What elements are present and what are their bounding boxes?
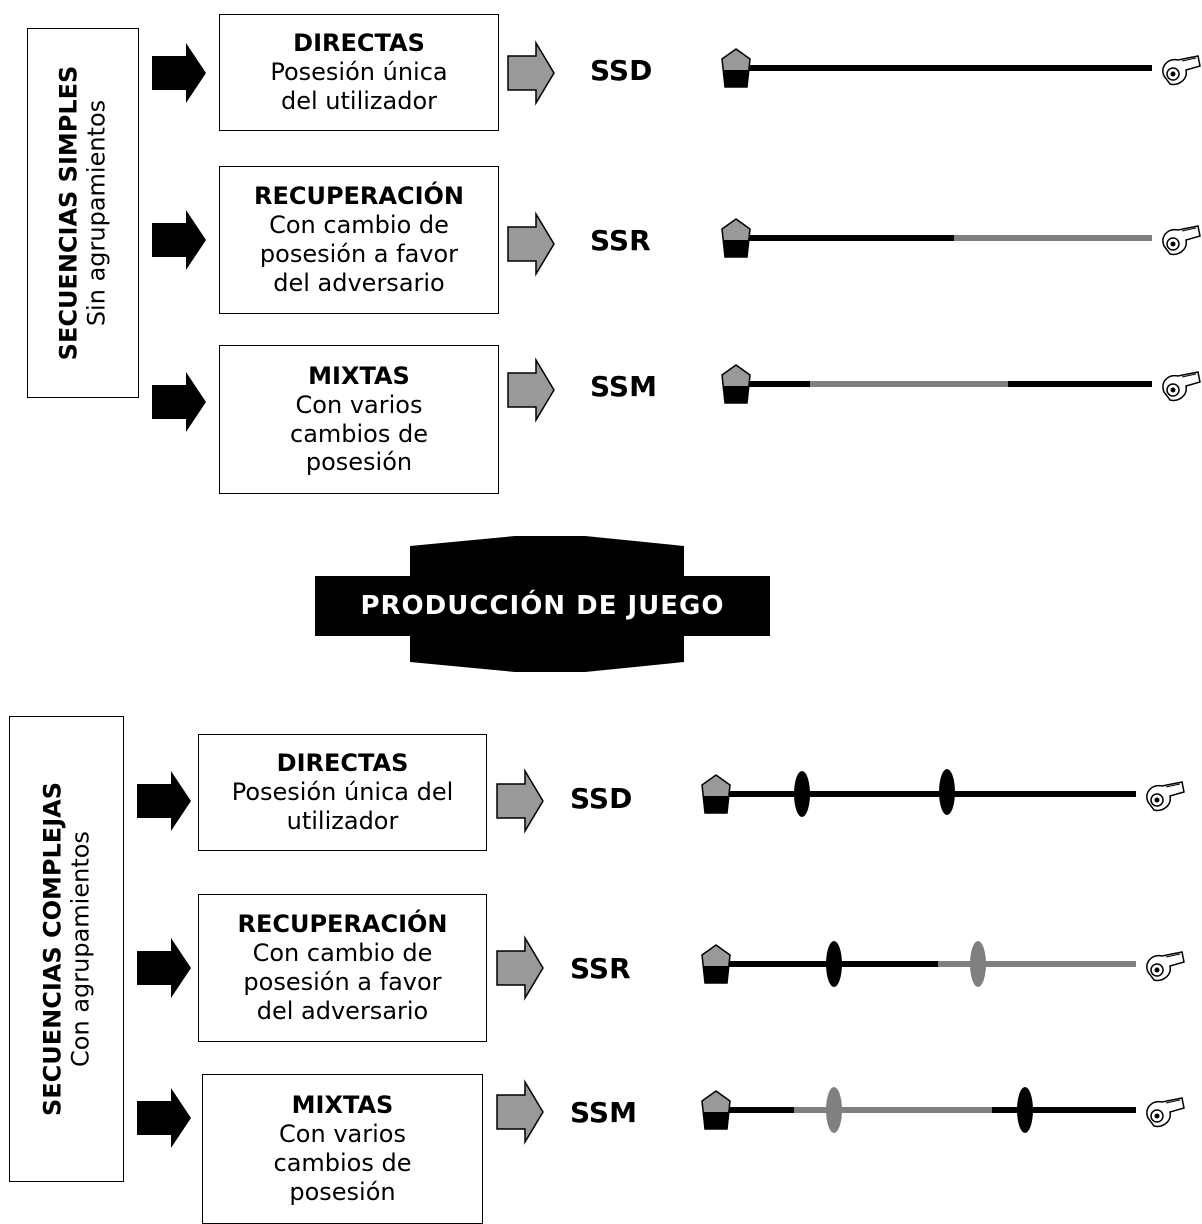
start-pentagon-icon [701, 774, 731, 814]
complex-ssd-line [701, 769, 1185, 817]
black-arrow-icon [137, 1088, 191, 1148]
complex-ssm-code: SSM [570, 1096, 637, 1129]
simple-ssm-code: SSM [590, 370, 657, 403]
gray-arrow-icon [507, 359, 555, 421]
whistle-icon [1146, 951, 1185, 982]
black-arrow-icon [152, 43, 206, 103]
complex-ssm-line [701, 1087, 1185, 1133]
simple-ssm-line [721, 364, 1201, 404]
simple-mixtas-line-2: cambios de [290, 419, 428, 448]
whistle-icon [1162, 55, 1201, 86]
complex-mixtas-title: MIXTAS [291, 1091, 394, 1120]
complex-recuperacion-title: RECUPERACIÓN [237, 910, 448, 939]
gray-arrow-icon [496, 770, 544, 832]
complex-recuperacion-box: RECUPERACIÓN Con cambio de posesión a fa… [198, 894, 487, 1042]
complex-ssr-line [701, 941, 1185, 987]
black-arrow-icon [137, 771, 191, 831]
whistle-icon [1146, 781, 1185, 812]
simple-recuperacion-box: RECUPERACIÓN Con cambio de posesión a fa… [219, 166, 499, 314]
complex-directas-title: DIRECTAS [276, 749, 409, 778]
simple-ssd-line [721, 48, 1201, 88]
complex-mixtas-line-1: Con varios [279, 1120, 406, 1149]
gray-arrow-icon [496, 1081, 544, 1143]
complex-recuperacion-line-3: del adversario [256, 996, 429, 1025]
simple-mixtas-line-3: posesión [305, 448, 413, 477]
simple-ssr-code: SSR [590, 224, 651, 257]
down-arrow-head-icon [410, 662, 684, 672]
black-arrow-icon [152, 372, 206, 432]
simple-recuperacion-line-2: posesión a favor [259, 240, 459, 268]
simple-mixtas-title: MIXTAS [308, 361, 410, 390]
complex-section-label-box: SECUENCIAS COMPLEJAS Con agrupamientos [9, 716, 124, 1182]
produccion-de-juego-banner: PRODUCCIÓN DE JUEGO [315, 576, 770, 636]
grouping-ellipse-icon [1017, 1087, 1033, 1133]
whistle-icon [1162, 225, 1201, 256]
start-pentagon-icon [721, 218, 751, 258]
gray-arrow-icon [507, 213, 555, 275]
grouping-ellipse-icon [826, 1087, 842, 1133]
black-arrow-icon [152, 210, 206, 270]
grouping-ellipse-icon [970, 941, 986, 987]
complex-recuperacion-line-1: Con cambio de [252, 939, 433, 968]
simple-ssd-code: SSD [590, 54, 653, 87]
complex-ssd-code: SSD [570, 782, 633, 815]
grouping-ellipse-icon [939, 769, 955, 815]
simple-directas-line-2: del utilizador [280, 86, 437, 115]
complex-directas-line-1: Posesión única del [231, 778, 454, 807]
complex-directas-box: DIRECTAS Posesión única del utilizador [198, 734, 487, 851]
simple-directas-title: DIRECTAS [293, 29, 425, 58]
gray-arrow-icon [496, 937, 544, 999]
simple-ssr-line [721, 218, 1201, 258]
simple-directas-line-1: Posesión única [270, 58, 448, 87]
simple-recuperacion-line-1: Con cambio de [269, 211, 449, 240]
complex-ssr-code: SSR [570, 952, 631, 985]
simple-directas-box: DIRECTAS Posesión única del utilizador [219, 14, 499, 131]
grouping-ellipse-icon [826, 941, 842, 987]
complex-mixtas-line-3: posesión [289, 1177, 396, 1206]
complex-mixtas-line-2: cambios de [273, 1149, 412, 1177]
grouping-ellipse-icon [794, 771, 810, 817]
whistle-icon [1146, 1097, 1185, 1128]
whistle-icon [1162, 371, 1201, 402]
simple-section-label-box: SECUENCIAS SIMPLES Sin agrupamientos [27, 28, 139, 398]
complex-recuperacion-line-2: posesión a favor [243, 968, 442, 996]
simple-mixtas-box: MIXTAS Con varios cambios de posesión [219, 345, 499, 494]
start-pentagon-icon [721, 364, 751, 404]
start-pentagon-icon [701, 944, 731, 984]
up-arrow-head-icon [410, 536, 684, 546]
black-arrow-icon [137, 938, 191, 998]
start-pentagon-icon [701, 1090, 731, 1130]
gray-arrow-icon [507, 42, 555, 104]
start-pentagon-icon [721, 48, 751, 88]
simple-recuperacion-title: RECUPERACIÓN [253, 182, 465, 211]
simple-recuperacion-line-3: del adversario [273, 268, 445, 297]
simple-mixtas-line-1: Con varios [295, 390, 423, 419]
complex-directas-line-2: utilizador [286, 806, 399, 835]
